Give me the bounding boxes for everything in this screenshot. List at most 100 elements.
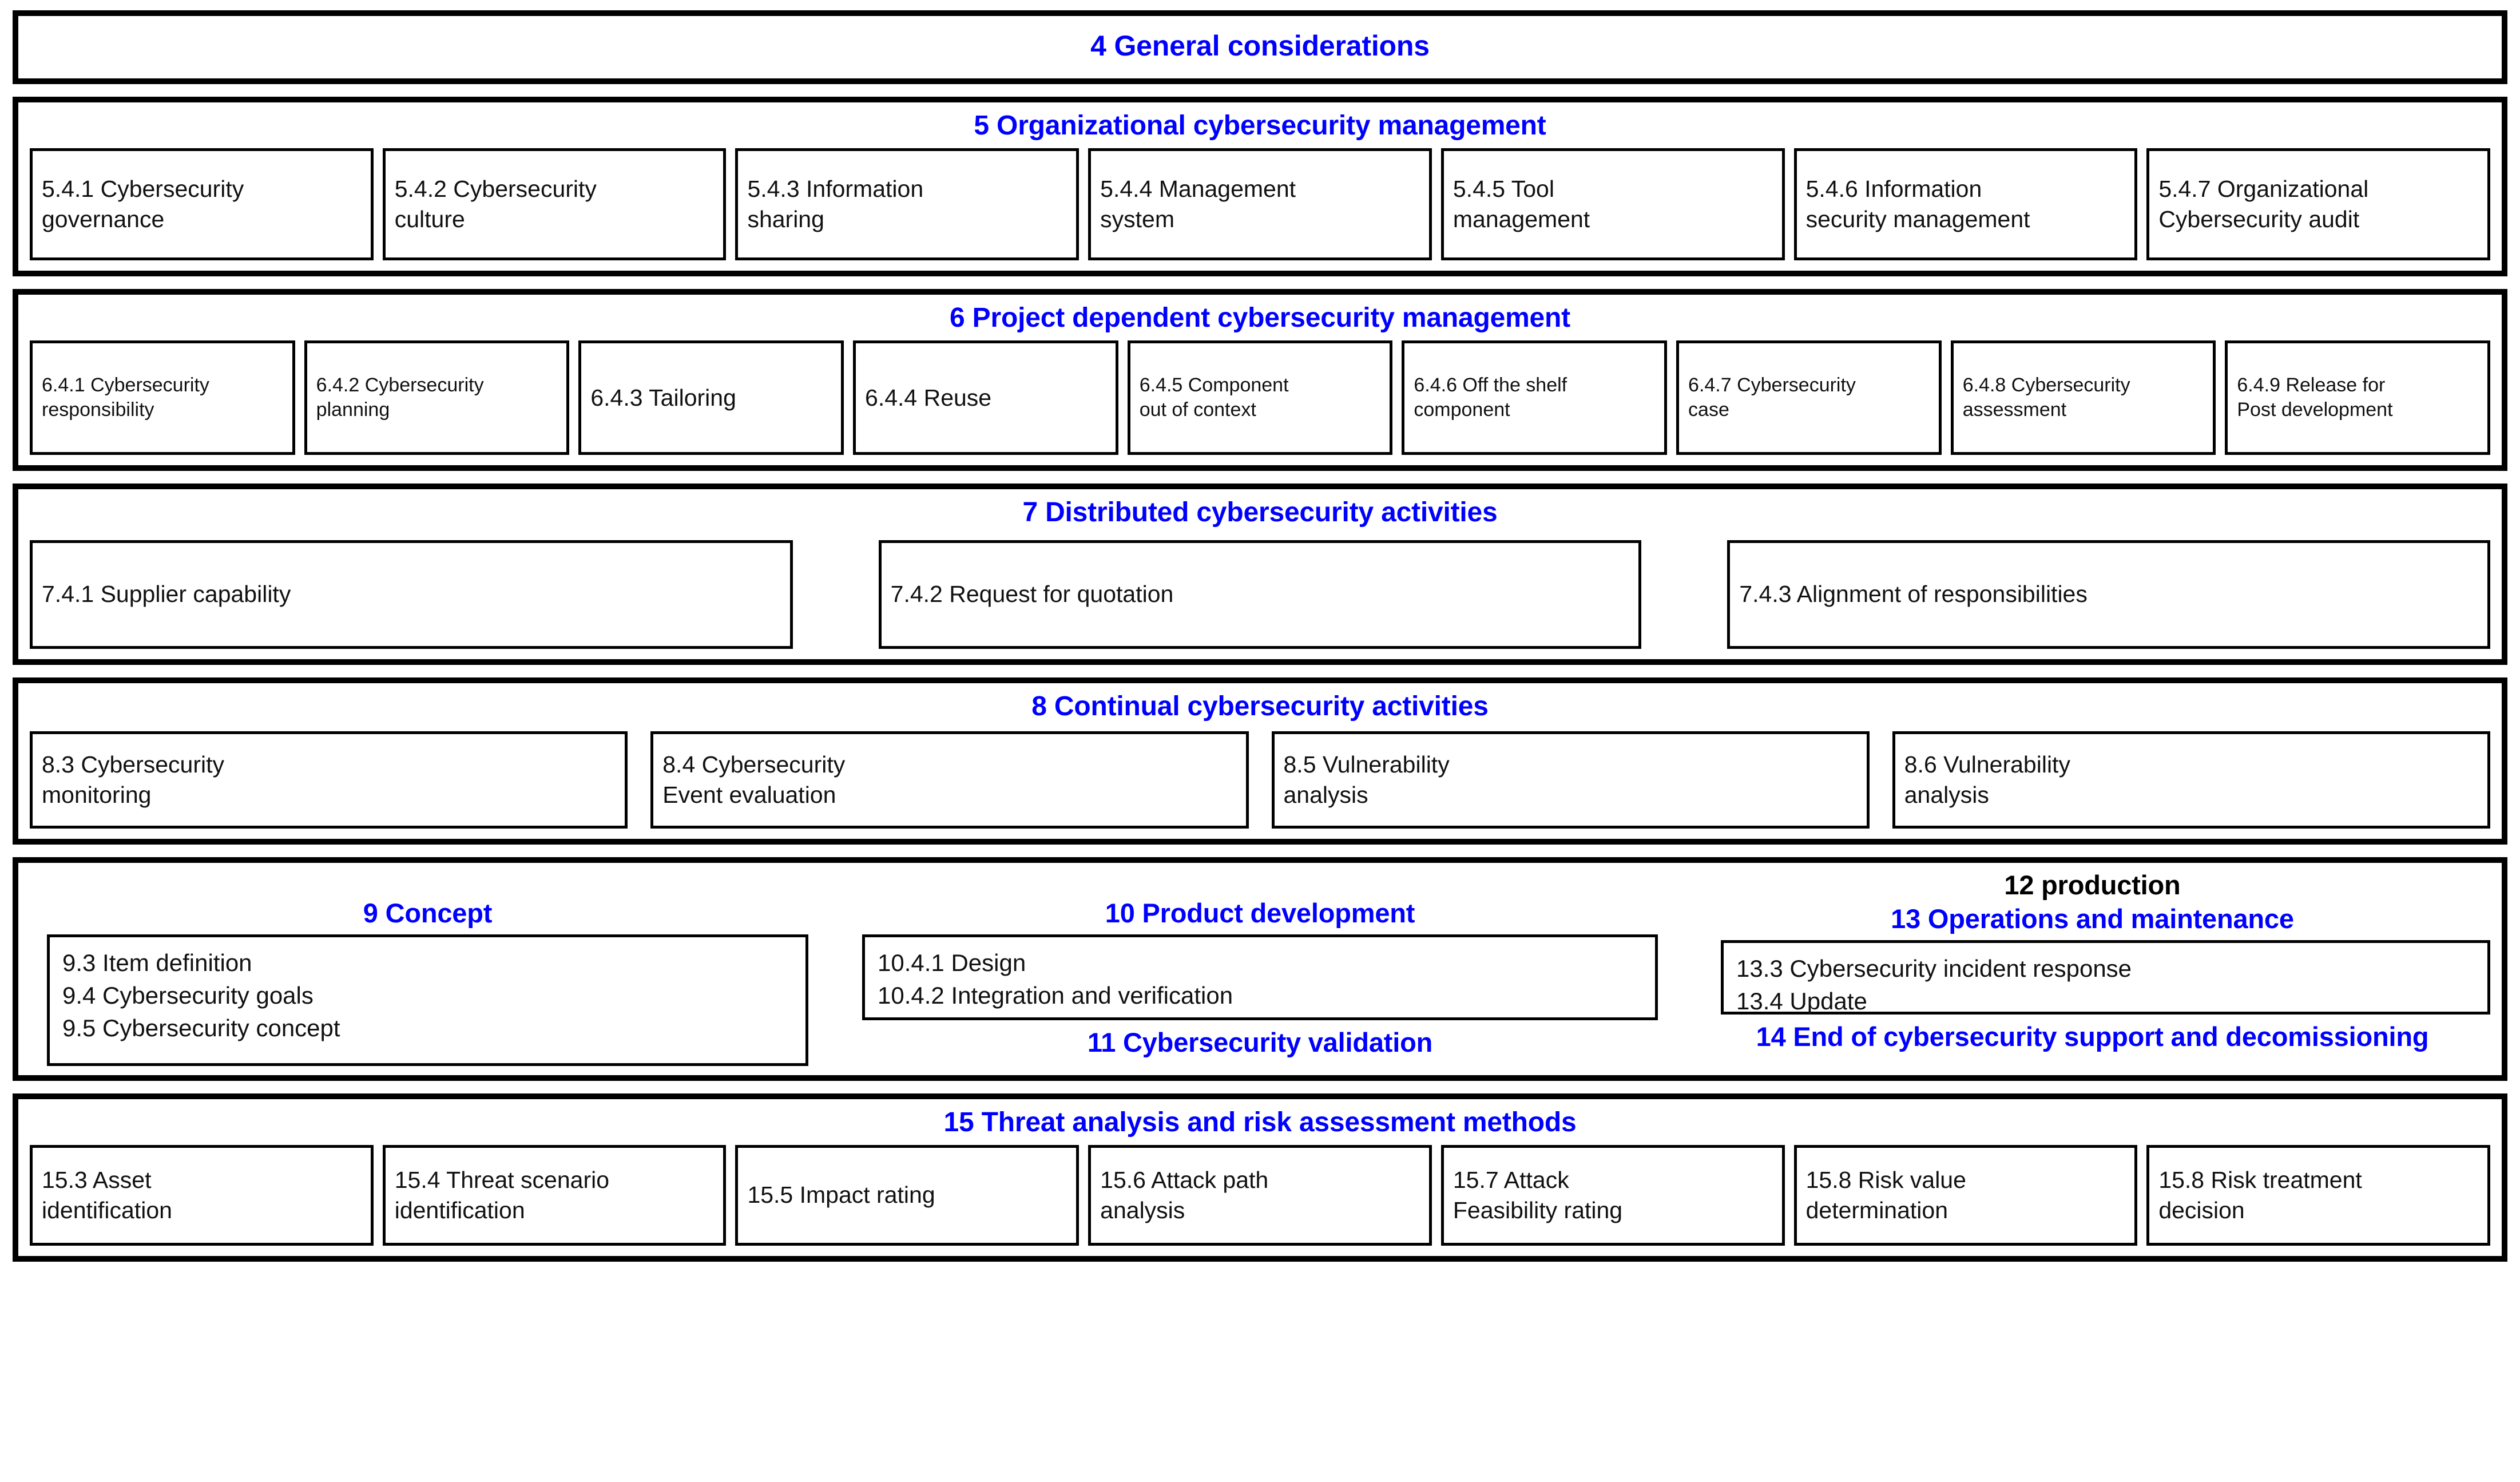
clause-line-1: 15.6 Attack path (1100, 1166, 1269, 1193)
clause-box[interactable]: 5.4.4 Management system (1088, 148, 1432, 260)
clause-line-2: system (1100, 205, 1175, 232)
clause-box-row-5: 5.4.1 Cybersecurity governance 5.4.2 Cyb… (30, 148, 2491, 260)
clause-box[interactable]: 6.4.2 Cybersecurity planning (304, 340, 570, 455)
clause-line-1: 6.4.8 Cybersecurity (1962, 374, 2130, 397)
clause-box[interactable]: 15.3 Asset identification (30, 1145, 374, 1246)
clause-box[interactable]: 7.4.2 Request for quotation (878, 540, 1642, 649)
band-title-15: 15 Threat analysis and risk assessment m… (943, 1107, 1577, 1138)
clause-box[interactable]: 6.4.9 Release for Post development (2225, 340, 2491, 455)
clause-line-2: sharing (747, 205, 824, 232)
clause-line-2: case (1688, 399, 1729, 421)
lifecycle-column-concept: 9 Concept 9.3 Item definition 9.4 Cybers… (30, 871, 826, 1066)
clause-line-1: 5.4.4 Management (1100, 175, 1296, 202)
clause-line-2: decision (2158, 1197, 2245, 1224)
clause-box[interactable]: 8.5 Vulnerability analysis (1271, 731, 1870, 829)
lifecycle-column-product-development: 10 Product development 10.4.1 Design 10.… (862, 871, 1658, 1056)
clause-line-1: 6.4.4 Reuse (865, 384, 992, 411)
clause-line-1: 5.4.7 Organizational (2158, 175, 2369, 202)
lifecycle-title-product-development: 10 Product development (1105, 898, 1415, 929)
clause-box[interactable]: 6.4.6 Off the shelf component (1402, 340, 1668, 455)
clause-line-2: governance (42, 205, 165, 232)
clause-line-2: component (1414, 399, 1510, 421)
clause-line-1: 8.5 Vulnerability (1283, 751, 1450, 778)
clause-line-1: 6.4.2 Cybersecurity (316, 374, 484, 397)
clause-line-2: security management (1805, 205, 2030, 232)
clause-line-2: Post development (2237, 399, 2393, 421)
clause-box[interactable]: 5.4.6 Information security management (1793, 148, 2138, 260)
clause-box[interactable]: 15.5 Impact rating (735, 1145, 1080, 1246)
clause-line-1: 15.3 Asset (42, 1166, 152, 1193)
clause-box[interactable]: 6.4.5 Component out of context (1127, 340, 1393, 455)
clause-line-1: 9.3 Item definition (62, 949, 252, 976)
clause-box[interactable]: 6.4.4 Reuse (853, 340, 1118, 455)
clause-line-1: 5.4.1 Cybersecurity (42, 175, 244, 202)
clause-box-concept[interactable]: 9.3 Item definition 9.4 Cybersecurity go… (47, 934, 808, 1066)
clause-line-2: culture (394, 205, 465, 232)
clause-line-1: 8.4 Cybersecurity (662, 751, 846, 778)
clause-box[interactable]: 5.4.7 Organizational Cybersecurity audit (2146, 148, 2491, 260)
clause-line-2: analysis (1904, 782, 1989, 809)
clause-line-1: 15.7 Attack (1453, 1166, 1569, 1193)
band-distributed-cybersecurity-activities: 7 Distributed cybersecurity activities 7… (13, 484, 2507, 665)
band-continual-cybersecurity-activities: 8 Continual cybersecurity activities 8.3… (13, 677, 2507, 845)
clause-box-product-development[interactable]: 10.4.1 Design 10.4.2 Integration and ver… (862, 934, 1658, 1020)
clause-box[interactable]: 8.4 Cybersecurity Event evaluation (650, 731, 1249, 829)
clause-line-1: 15.5 Impact rating (747, 1182, 935, 1208)
clause-box[interactable]: 5.4.5 Tool management (1440, 148, 1785, 260)
lifecycle-title-end-of-support: 14 End of cybersecurity support and deco… (1756, 1021, 2429, 1052)
clause-box[interactable]: 8.3 Cybersecurity monitoring (30, 731, 628, 829)
band-title-5: 5 Organizational cybersecurity managemen… (974, 110, 1546, 141)
clause-box[interactable]: 8.6 Vulnerability analysis (1892, 731, 2490, 829)
clause-box[interactable]: 15.8 Risk treatment decision (2146, 1145, 2491, 1246)
clause-line-1: 5.4.2 Cybersecurity (394, 175, 597, 202)
clause-box[interactable]: 15.4 Threat scenario identification (382, 1145, 727, 1246)
clause-line-2: determination (1805, 1197, 1948, 1224)
clause-line-1: 7.4.3 Alignment of responsibilities (1739, 581, 2088, 608)
clause-box[interactable]: 15.8 Risk value determination (1793, 1145, 2138, 1246)
clause-box[interactable]: 6.4.8 Cybersecurity assessment (1950, 340, 2216, 455)
clause-box[interactable]: 5.4.3 Information sharing (735, 148, 1080, 260)
clause-box[interactable]: 7.4.3 Alignment of responsibilities (1727, 540, 2491, 649)
band-organizational-cybersecurity-management: 5 Organizational cybersecurity managemen… (13, 96, 2507, 276)
clause-box[interactable]: 5.4.2 Cybersecurity culture (382, 148, 727, 260)
band-title-6: 6 Project dependent cybersecurity manage… (950, 302, 1570, 333)
clause-line-1: 6.4.3 Tailoring (590, 384, 736, 411)
clause-line-2: responsibility (42, 399, 154, 421)
clause-box[interactable]: 5.4.1 Cybersecurity governance (30, 148, 374, 260)
clause-line-2: Cybersecurity audit (2158, 205, 2360, 232)
clause-line-2: 13.4 Update (1736, 987, 1867, 1015)
clause-line-1: 5.4.6 Information (1805, 175, 1982, 202)
band-threat-analysis-risk-assessment: 15 Threat analysis and risk assessment m… (13, 1093, 2507, 1262)
clause-line-2: management (1453, 205, 1590, 232)
clause-line-1: 6.4.1 Cybersecurity (42, 374, 209, 397)
clause-box-row-8: 8.3 Cybersecurity monitoring 8.4 Cyberse… (30, 731, 2490, 829)
lifecycle-title-production: 12 production (2004, 870, 2181, 901)
lifecycle-columns: 9 Concept 9.3 Item definition 9.4 Cybers… (30, 871, 2490, 1066)
clause-box[interactable]: 6.4.3 Tailoring (578, 340, 844, 455)
band-title-8: 8 Continual cybersecurity activities (1031, 691, 1489, 722)
clause-line-2: analysis (1283, 782, 1368, 809)
clause-box[interactable]: 15.6 Attack path analysis (1088, 1145, 1432, 1246)
clause-box-operations[interactable]: 13.3 Cybersecurity incident response 13.… (1721, 940, 2490, 1015)
clause-box[interactable]: 7.4.1 Supplier capability (30, 540, 793, 649)
clause-line-2: Event evaluation (662, 782, 836, 809)
clause-line-1: 5.4.3 Information (747, 175, 924, 202)
clause-line-2: analysis (1100, 1197, 1185, 1224)
band-lifecycle-phases: 9 Concept 9.3 Item definition 9.4 Cybers… (13, 857, 2507, 1081)
clause-box[interactable]: 15.7 Attack Feasibility rating (1440, 1145, 1785, 1246)
clause-line-2: Feasibility rating (1453, 1197, 1623, 1224)
clause-box[interactable]: 6.4.7 Cybersecurity case (1676, 340, 1942, 455)
clause-line-2: 10.4.2 Integration and verification (878, 981, 1233, 1009)
clause-line-1: 7.4.1 Supplier capability (42, 581, 291, 608)
clause-box-row-15: 15.3 Asset identification 15.4 Threat sc… (30, 1145, 2491, 1246)
clause-line-1: 8.3 Cybersecurity (42, 751, 225, 778)
clause-line-1: 6.4.6 Off the shelf (1414, 374, 1567, 397)
clause-box-row-7: 7.4.1 Supplier capability 7.4.2 Request … (30, 540, 2491, 649)
clause-line-1: 6.4.9 Release for (2237, 374, 2386, 397)
clause-box[interactable]: 6.4.1 Cybersecurity responsibility (30, 340, 295, 455)
clause-line-1: 10.4.1 Design (878, 949, 1026, 976)
clause-line-2: identification (42, 1197, 172, 1224)
clause-line-2: 9.4 Cybersecurity goals (62, 981, 313, 1009)
clause-line-2: planning (316, 399, 390, 421)
